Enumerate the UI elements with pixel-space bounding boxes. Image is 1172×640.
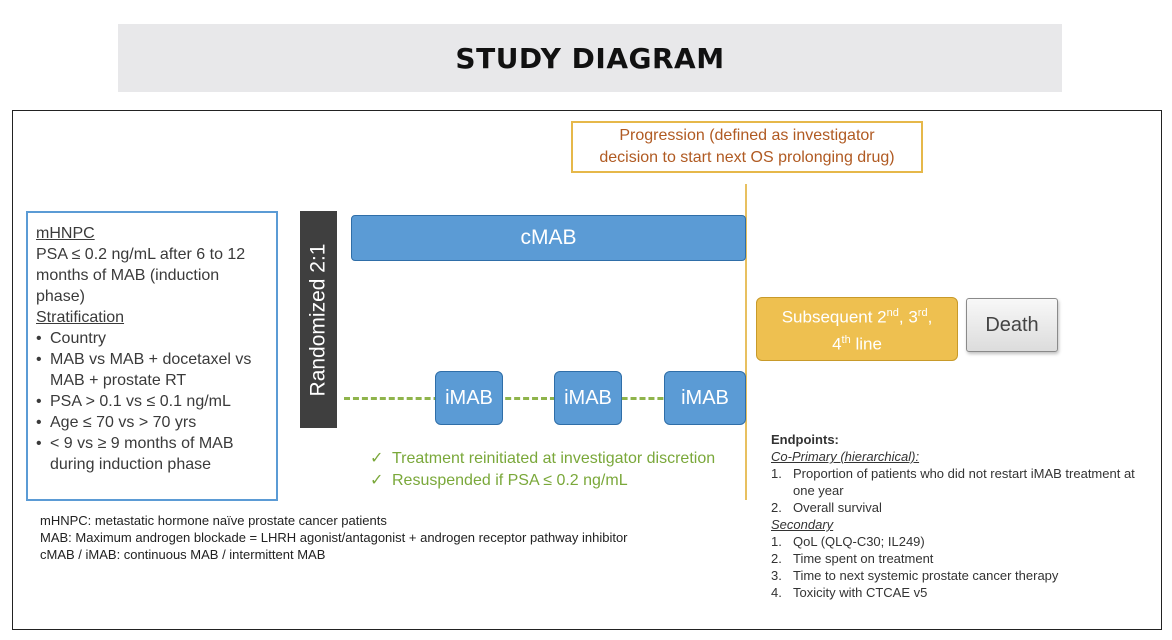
imab-block: iMAB [554,371,622,425]
stratification-factor: Country [36,328,268,349]
psa-criterion: PSA ≤ 0.2 ng/mL after 6 to 12 months of … [36,246,246,305]
endpoint-text: Time spent on treatment [793,551,934,566]
endpoint-number: 4. [771,585,782,600]
endpoint-item: 4. Toxicity with CTCAE v5 [771,584,1156,601]
subsequent-sup: rd [917,307,928,320]
subsequent-text: Subsequent 2 [781,308,887,327]
footnotes: mHNPC: metastatic hormone naïve prostate… [40,512,740,563]
check-icon: ✓ [370,450,384,467]
endpoints-panel: Endpoints: Co-Primary (hierarchical): 1.… [771,431,1156,601]
footnote: cMAB / iMAB: continuous MAB / intermitte… [40,547,326,562]
endpoint-item: 3. Time to next systemic prostate cancer … [771,567,1156,584]
diagram-frame [12,110,1162,630]
endpoint-text: Time to next systemic prostate cancer th… [793,568,1059,583]
imab-block: iMAB [664,371,746,425]
progression-box: Progression (defined as investigator dec… [571,121,923,173]
subsequent-text: , [927,308,933,327]
progression-divider [745,184,747,500]
randomization-bar: Randomized 2:1 [300,211,337,428]
title-band: STUDY DIAGRAM [118,24,1062,92]
endpoints-heading: Endpoints: [771,432,839,447]
subsequent-text: 4 [832,334,842,354]
page-title: STUDY DIAGRAM [455,41,725,75]
randomization-label: Randomized 2:1 [306,243,330,396]
eligibility-heading: mHNPC [36,225,95,242]
endpoint-item: 1. QoL (QLQ-C30; IL249) [771,533,1156,550]
endpoint-item: 1. Proportion of patients who did not res… [771,465,1156,499]
check-icon: ✓ [370,472,384,489]
endpoint-number: 1. [771,534,782,549]
endpoint-text: QoL (QLQ-C30; IL249) [793,534,925,549]
intermittent-notes: ✓ Treatment reinitiated at investigator d… [370,448,715,492]
endpoint-number: 3. [771,568,782,583]
imab-dashed-line [344,397,744,400]
note-text: Treatment reinitiated at investigator di… [392,450,716,467]
stratification-factor: Age ≤ 70 vs > 70 yrs [36,412,268,433]
endpoint-item: 2. Overall survival [771,499,1156,516]
endpoint-number: 2. [771,551,782,566]
endpoint-item: 2. Time spent on treatment [771,550,1156,567]
subsequent-sup: th [841,334,851,346]
stratification-factor: MAB vs MAB + docetaxel vs MAB + prostate… [36,349,268,391]
secondary-label: Secondary [771,517,834,532]
stratification-label: Stratification [36,309,125,326]
note-row: ✓ Resuspended if PSA ≤ 0.2 ng/mL [370,470,715,492]
note-row: ✓ Treatment reinitiated at investigator d… [370,448,715,470]
cmab-arm: cMAB [351,215,746,261]
imab-block: iMAB [435,371,503,425]
progression-line-1: Progression (defined as investigator [619,127,875,144]
subsequent-sup: nd [886,307,899,320]
endpoint-text: Proportion of patients who did not resta… [793,466,1135,498]
stratification-factor: PSA > 0.1 vs ≤ 0.1 ng/mL [36,391,268,412]
footnote: MAB: Maximum androgen blockade = LHRH ag… [40,530,628,545]
note-text: Resuspended if PSA ≤ 0.2 ng/mL [392,472,628,489]
endpoint-text: Toxicity with CTCAE v5 [793,585,928,600]
footnote: mHNPC: metastatic hormone naïve prostate… [40,513,387,528]
death-box: Death [966,298,1058,352]
subsequent-text: line [850,334,882,354]
progression-line-2: decision to start next OS prolonging dru… [599,149,895,166]
stratification-list: Country MAB vs MAB + docetaxel vs MAB + … [36,328,268,475]
eligibility-box: mHNPC PSA ≤ 0.2 ng/mL after 6 to 12 mont… [26,211,278,501]
endpoint-number: 1. [771,466,782,481]
subsequent-text: , 3 [898,308,918,327]
subsequent-lines-box: Subsequent 2nd, 3rd, 4th line [756,297,958,361]
endpoint-number: 2. [771,500,782,515]
endpoint-text: Overall survival [793,500,882,515]
co-primary-label: Co-Primary (hierarchical): [771,449,920,464]
stratification-factor: < 9 vs ≥ 9 months of MAB during inductio… [36,433,268,475]
